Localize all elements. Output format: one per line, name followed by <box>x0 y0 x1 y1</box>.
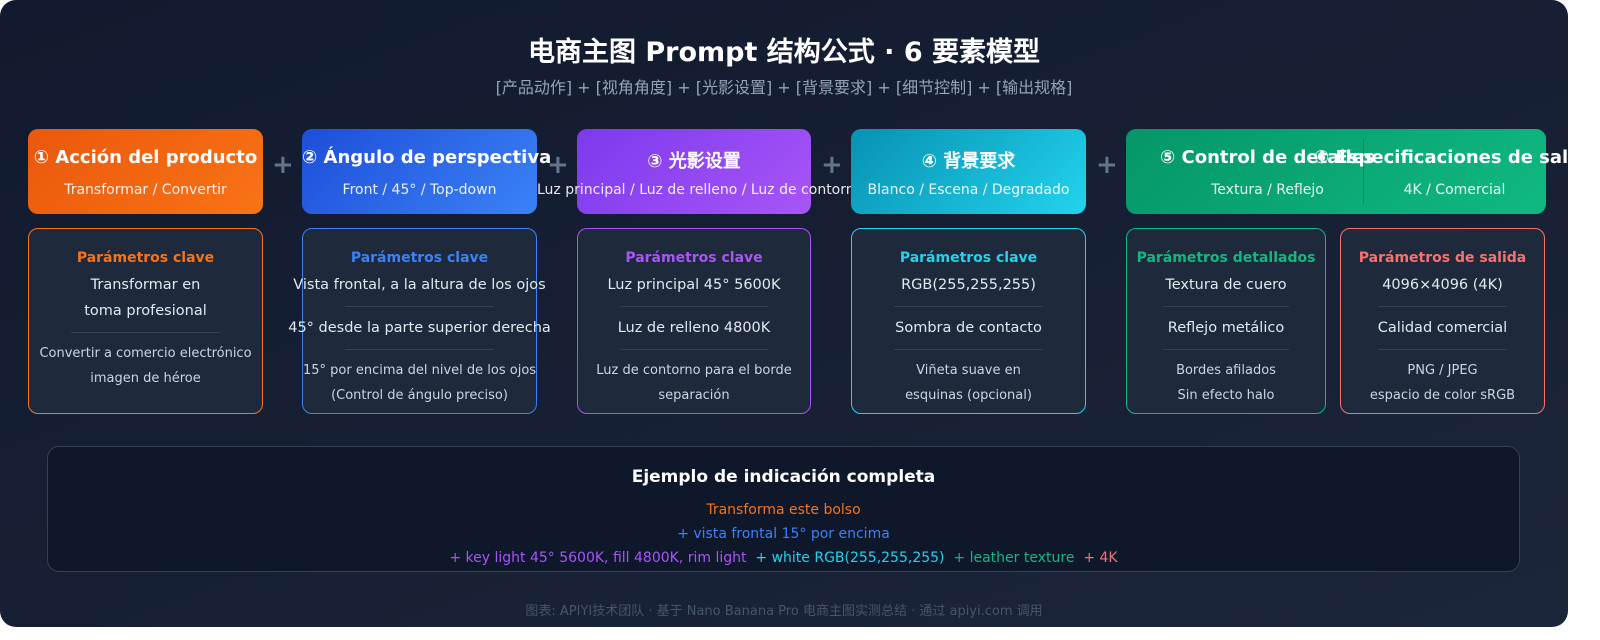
box-heading: Parámetros clave <box>76 250 215 266</box>
param-note: PNG / JPEG <box>1407 363 1478 378</box>
header-title: ⑥ Especificaciones de salida <box>1314 147 1568 168</box>
example-lighting: + key light 45° 5600K, fill 4800K, rim l… <box>449 550 747 566</box>
param-note: esquinas (opcional) <box>905 388 1032 403</box>
divider <box>1363 139 1364 204</box>
param: Sombra de contacto <box>895 320 1042 336</box>
example-line: Transforma este bolso <box>706 502 861 518</box>
param: Calidad comercial <box>1377 320 1508 336</box>
header-sub: 4K / Comercial <box>1403 182 1506 198</box>
param: 4096×4096 (4K) <box>1382 277 1503 293</box>
param-note: Convertir a comercio electrónico <box>39 346 252 361</box>
params-details: Parámetros detallados Textura de cuero R… <box>1126 228 1326 414</box>
plus-sign: + <box>821 150 843 180</box>
example-prompt-box: Ejemplo de indicación completa Transform… <box>47 446 1520 572</box>
box-heading: Parámetros clave <box>625 250 763 266</box>
example-line: + key light 45° 5600K, fill 4800K, rim l… <box>48 546 1519 570</box>
param: Transformar en <box>90 277 201 293</box>
example-line: + vista frontal 15° por encima <box>677 526 890 542</box>
footer-credit: 图表: APIYI技术团队 · 基于 Nano Banana Pro 电商主图实… <box>525 604 1043 619</box>
param: Luz principal 45° 5600K <box>607 277 781 293</box>
param-note: separación <box>658 388 730 403</box>
plus-sign: + <box>547 150 569 180</box>
header-details-output: ⑤ Control de detalles ⑥ Especificaciones… <box>1126 129 1568 214</box>
header-sub: Front / 45° / Top-down <box>342 182 497 198</box>
formula-subtitle: [产品动作] + [视角角度] + [光影设置] + [背景要求] + [细节控… <box>495 78 1073 97</box>
example-background: + white RGB(255,255,255) <box>755 550 945 566</box>
param-note: (Control de ángulo preciso) <box>331 388 508 403</box>
example-details: + leather texture <box>953 550 1075 566</box>
header-title: ② Ángulo de perspectiva <box>302 147 552 168</box>
header-title: ⑤ Control de detalles <box>1160 147 1375 168</box>
header-sub: Transformar / Convertir <box>64 182 227 198</box>
header-title: ④ 背景要求 <box>921 151 1016 172</box>
plus-sign: + <box>1096 150 1118 180</box>
page-title: 电商主图 Prompt 结构公式 · 6 要素模型 <box>527 37 1041 68</box>
param-note: Viñeta suave en <box>916 363 1021 378</box>
header-sub: Luz principal / Luz de relleno / Luz de … <box>537 182 864 198</box>
param: Luz de relleno 4800K <box>617 320 771 336</box>
example-title: Ejemplo de indicación completa <box>631 467 936 487</box>
param-note: Luz de contorno para el borde <box>596 363 792 378</box>
header-sub: Blanco / Escena / Degradado <box>867 182 1070 198</box>
header-background: ④ 背景要求 Blanco / Escena / Degradado <box>851 129 1086 214</box>
param: Reflejo metálico <box>1167 320 1285 336</box>
example-output: + 4K <box>1083 550 1118 566</box>
params-product-action: Parámetros clave Transformar en toma pro… <box>28 228 263 414</box>
param: RGB(255,255,255) <box>901 277 1036 293</box>
param-note: 15° por encima del nivel de los ojos <box>303 363 537 378</box>
diagram-card: 电商主图 Prompt 结构公式 · 6 要素模型 [产品动作] + [视角角度… <box>0 0 1568 627</box>
params-lighting: Parámetros clave Luz principal 45° 5600K… <box>577 228 811 414</box>
box-heading: Parámetros detallados <box>1136 250 1316 266</box>
param-note: imagen de héroe <box>90 371 201 386</box>
box-heading: Parámetros clave <box>350 250 489 266</box>
param-note: espacio de color sRGB <box>1369 388 1516 403</box>
param: toma profesional <box>84 303 207 319</box>
params-perspective: Parámetros clave Vista frontal, a la alt… <box>288 228 551 414</box>
param: Vista frontal, a la altura de los ojos <box>293 277 546 293</box>
header-title: ③ 光影设置 <box>647 151 741 172</box>
header-sub: Textura / Reflejo <box>1211 182 1324 198</box>
header-title: ① Acción del producto <box>33 147 258 168</box>
param-note: Bordes afilados <box>1176 363 1276 378</box>
param-note: Sin efecto halo <box>1177 388 1275 403</box>
param: 45° desde la parte superior derecha <box>288 320 551 336</box>
box-heading: Parámetros clave <box>899 250 1038 266</box>
header-lighting: ③ 光影设置 Luz principal / Luz de relleno / L… <box>537 129 863 214</box>
plus-sign: + <box>272 150 294 180</box>
params-output: Parámetros de salida 4096×4096 (4K) Cali… <box>1340 228 1545 414</box>
param: Textura de cuero <box>1165 277 1287 293</box>
params-background: Parámetros clave RGB(255,255,255) Sombra… <box>851 228 1086 414</box>
box-heading: Parámetros de salida <box>1358 250 1527 266</box>
